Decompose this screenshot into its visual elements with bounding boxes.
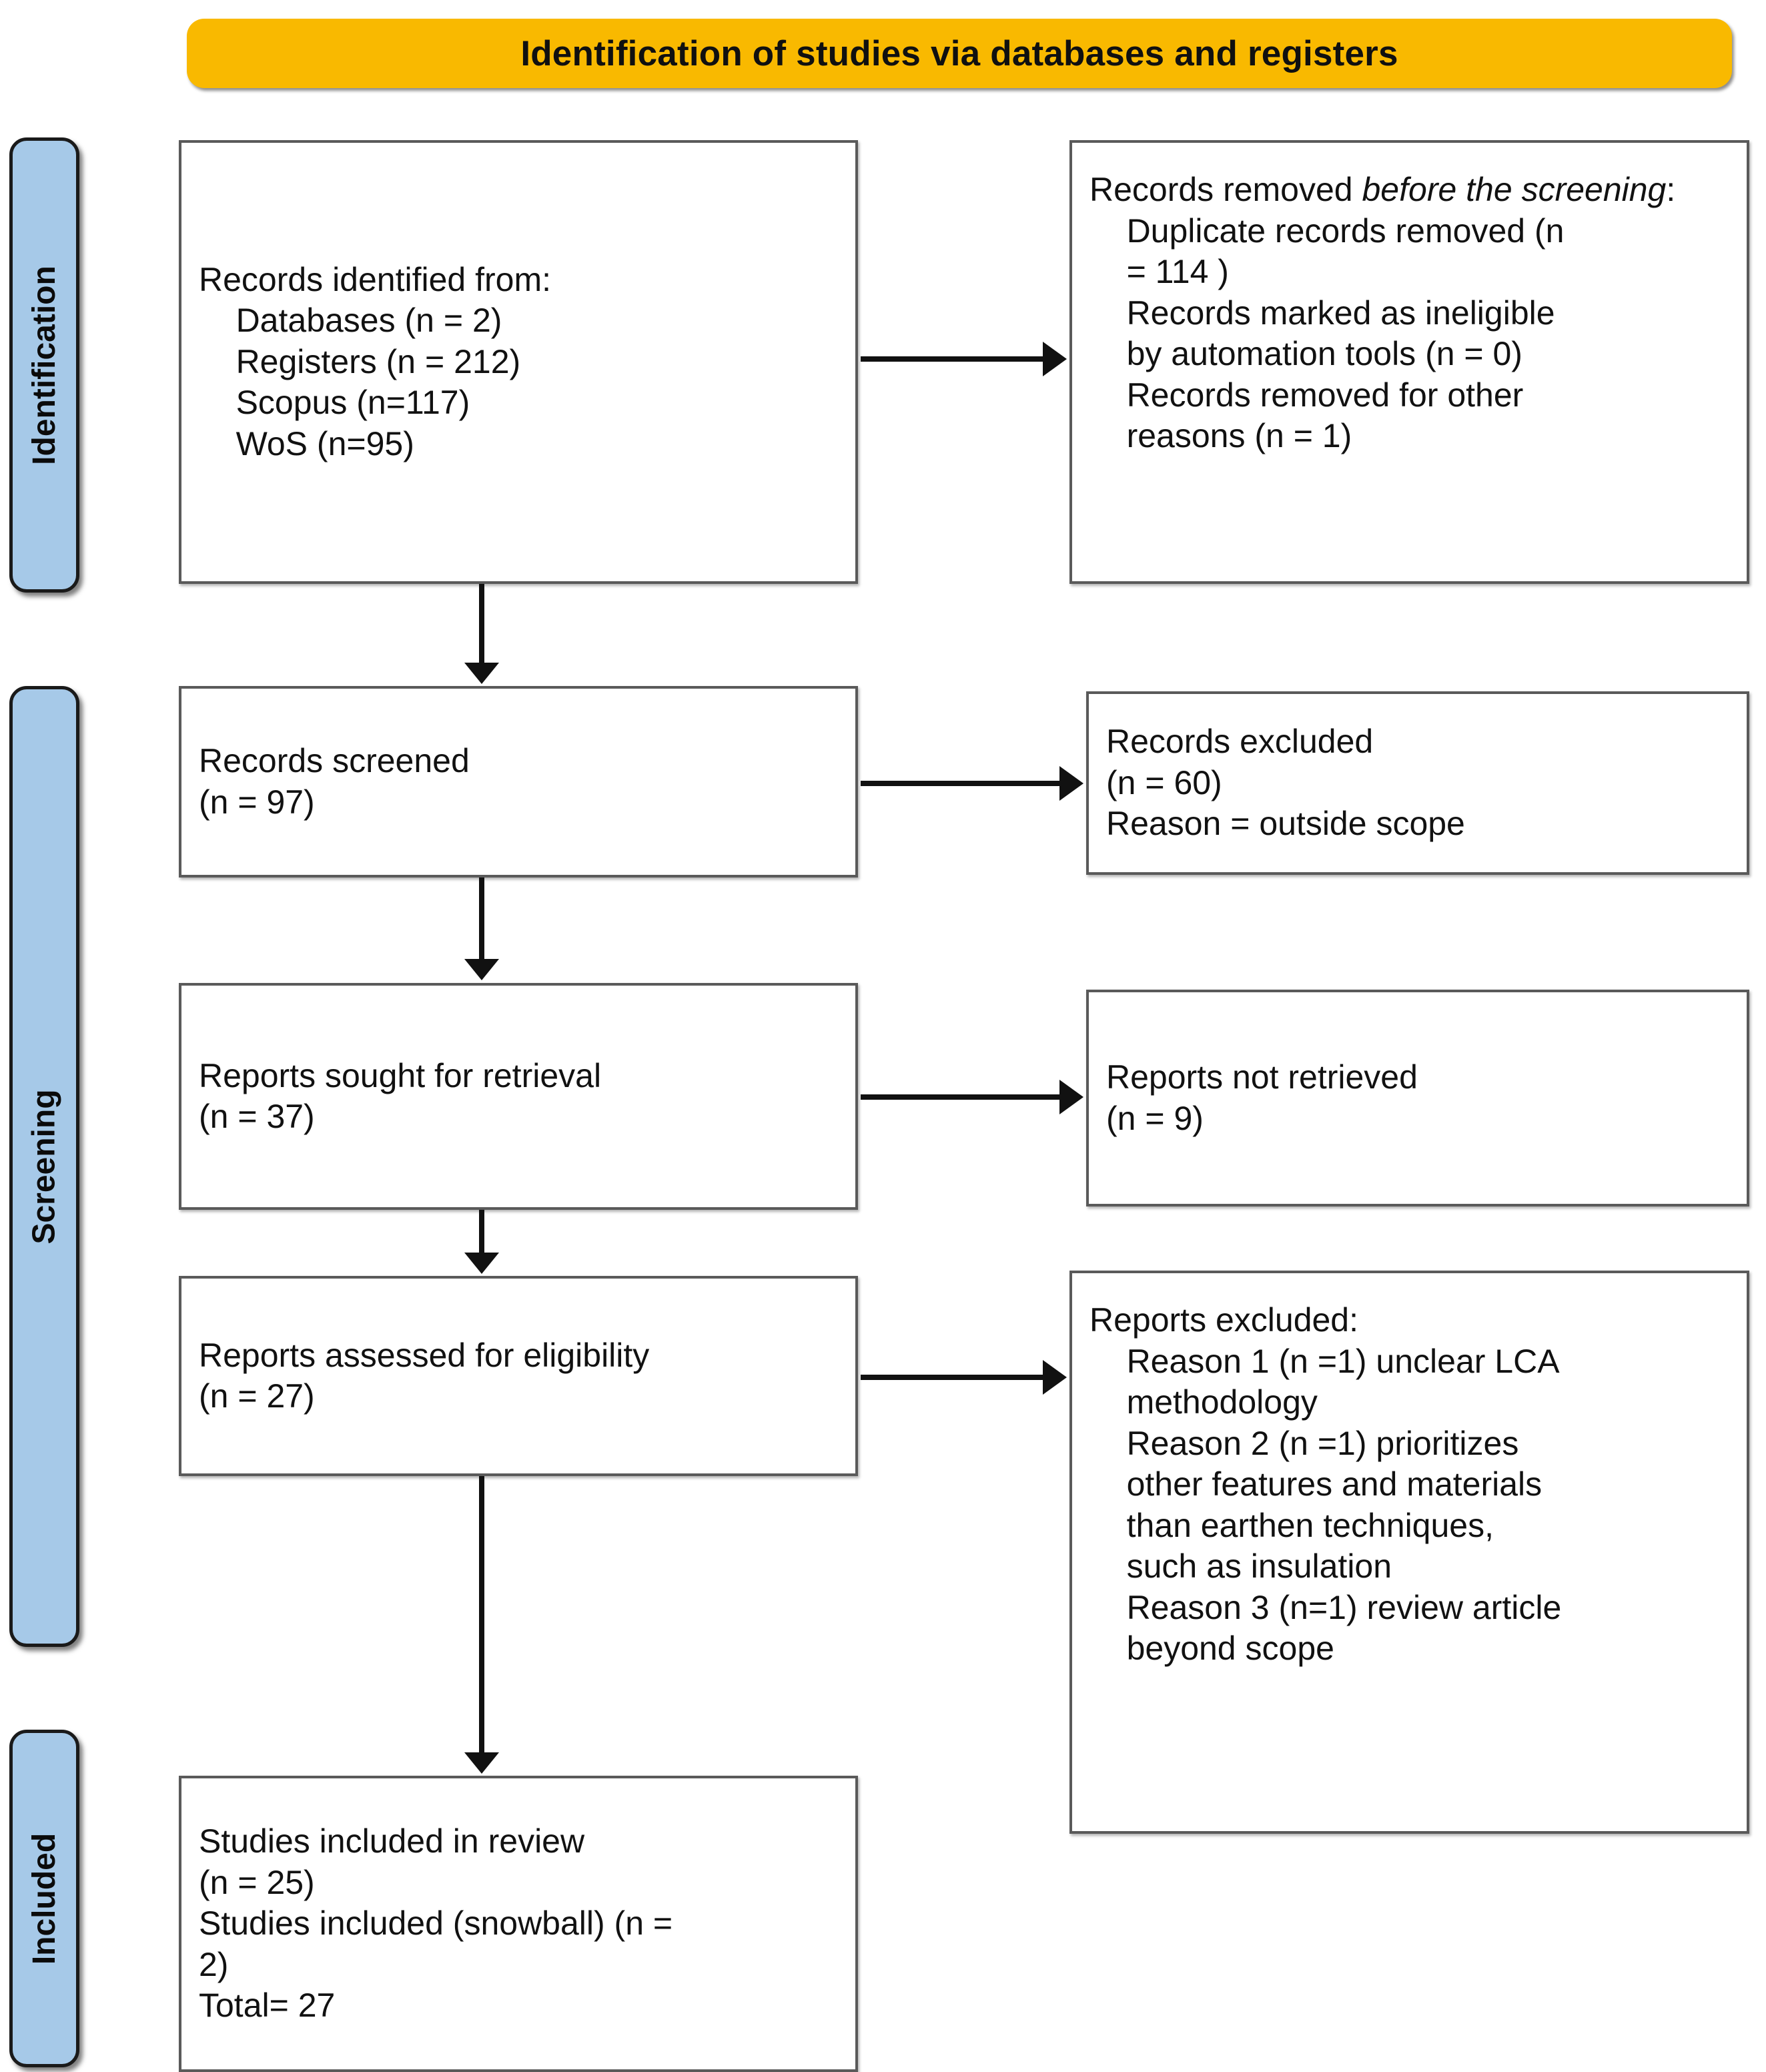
removed-lead-colon: : bbox=[1666, 171, 1676, 208]
stage-tab-screening-label: Screening bbox=[27, 1088, 63, 1245]
box-records-removed-text: Records removed before the screening: Du… bbox=[1072, 143, 1747, 457]
removed-lead-plain: Records removed bbox=[1089, 171, 1362, 208]
box-records-removed-before-screening: Records removed before the screening: Du… bbox=[1069, 140, 1749, 584]
box-records-screened: Records screened (n = 97) bbox=[179, 686, 858, 878]
arrow-right-icon-identified-to-removed bbox=[861, 356, 1044, 362]
box-reports-not-retrieved: Reports not retrieved (n = 9) bbox=[1086, 990, 1749, 1206]
box-records-excluded-text: Records excluded (n = 60) Reason = outsi… bbox=[1106, 723, 1465, 843]
stage-tab-included-label: Included bbox=[27, 1832, 62, 1965]
stage-tab-identification-label: Identification bbox=[27, 265, 63, 465]
arrow-right-icon-screened-to-excluded bbox=[861, 781, 1061, 786]
box-reports-not-retrieved-text: Reports not retrieved (n = 9) bbox=[1106, 1058, 1418, 1137]
stage-tab-included: Included bbox=[9, 1730, 79, 2067]
arrow-right-icon-assessed-to-excluded bbox=[861, 1375, 1044, 1380]
box-reports-assessed-text: Reports assessed for eligibility (n = 27… bbox=[199, 1336, 650, 1415]
box-records-screened-text: Records screened (n = 97) bbox=[199, 742, 470, 821]
arrow-down-icon-sought-to-assessed bbox=[479, 1210, 484, 1254]
removed-rest: Duplicate records removed (n = 114 ) Rec… bbox=[1126, 212, 1565, 454]
diagram-header-banner: Identification of studies via databases … bbox=[187, 19, 1732, 88]
arrow-down-icon-screened-to-sought bbox=[479, 878, 484, 960]
page-title: Identification of studies via databases … bbox=[520, 33, 1398, 73]
box-reports-sought-text: Reports sought for retrieval (n = 37) bbox=[199, 1056, 602, 1136]
stage-tab-identification: Identification bbox=[9, 137, 79, 593]
box-reports-excluded: Reports excluded: Reason 1 (n =1) unclea… bbox=[1069, 1271, 1749, 1834]
box-reports-excluded-text: Reports excluded: Reason 1 (n =1) unclea… bbox=[1089, 1301, 1562, 1667]
stage-tab-screening: Screening bbox=[9, 686, 79, 1647]
arrow-right-icon-sought-to-not-retrieved bbox=[861, 1094, 1061, 1100]
box-records-excluded: Records excluded (n = 60) Reason = outsi… bbox=[1086, 691, 1749, 875]
box-records-identified: Records identified from: Databases (n = … bbox=[179, 140, 858, 584]
box-reports-assessed-for-eligibility: Reports assessed for eligibility (n = 27… bbox=[179, 1276, 858, 1476]
box-studies-included-text: Studies included in review (n = 25) Stud… bbox=[199, 1822, 673, 2025]
arrow-down-icon-assessed-to-included bbox=[479, 1476, 484, 1754]
box-studies-included-in-review: Studies included in review (n = 25) Stud… bbox=[179, 1776, 858, 2072]
removed-lead-italic: before the screening bbox=[1362, 171, 1667, 208]
box-reports-sought-for-retrieval: Reports sought for retrieval (n = 37) bbox=[179, 983, 858, 1210]
box-records-identified-text: Records identified from: Databases (n = … bbox=[199, 260, 552, 462]
arrow-down-icon-identified-to-screened bbox=[479, 584, 484, 664]
